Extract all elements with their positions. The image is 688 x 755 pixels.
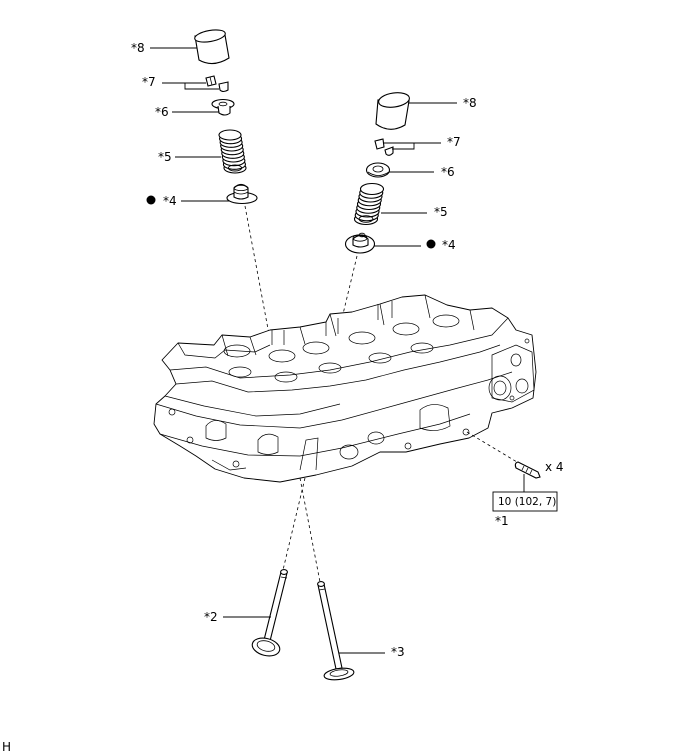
label-left-seal: *4	[163, 194, 177, 208]
right-stem-oil-seal	[344, 232, 376, 254]
left-stem-oil-seal	[226, 183, 258, 205]
left-replace-marker-icon	[146, 195, 156, 205]
label-left-lifter: *8	[131, 41, 145, 55]
label-intake-valve: *2	[204, 610, 218, 624]
stud-bolt	[514, 461, 541, 479]
label-right-seat: *6	[441, 165, 455, 179]
left-valve-spring	[218, 129, 247, 174]
label-exhaust-valve: *3	[391, 645, 405, 659]
torque-spec: 10 (102, 7)	[498, 496, 556, 508]
right-valve-spring	[353, 182, 385, 226]
right-upper-spring-seat	[365, 162, 391, 178]
spring-top-opening	[227, 164, 243, 172]
right-valve-lifter	[375, 92, 410, 130]
spring-top-opening	[358, 215, 374, 223]
label-right-keepers: *7	[447, 135, 461, 149]
spring-coil	[218, 129, 242, 141]
stud-quantity: x 4	[545, 460, 564, 474]
left-upper-spring-seat	[211, 98, 235, 116]
torque-box	[492, 491, 558, 512]
label-right-lifter: *8	[463, 96, 477, 110]
label-left-keepers: *7	[142, 75, 156, 89]
label-stud-bolt: *1	[495, 514, 509, 528]
label-left-seat: *6	[155, 105, 169, 119]
left-valve-lifter	[194, 29, 230, 65]
label-right-spring: *5	[434, 205, 448, 219]
exhaust-valve	[317, 581, 355, 681]
intake-valve	[251, 569, 288, 657]
right-valve-keepers	[374, 138, 394, 156]
label-right-seal: *4	[442, 238, 456, 252]
spring-coil	[359, 182, 385, 196]
label-left-spring: *5	[158, 150, 172, 164]
right-replace-marker-icon	[426, 239, 436, 249]
corner-mark: H	[2, 740, 11, 754]
left-valve-keepers	[205, 75, 229, 93]
cylinder-head	[153, 294, 537, 483]
